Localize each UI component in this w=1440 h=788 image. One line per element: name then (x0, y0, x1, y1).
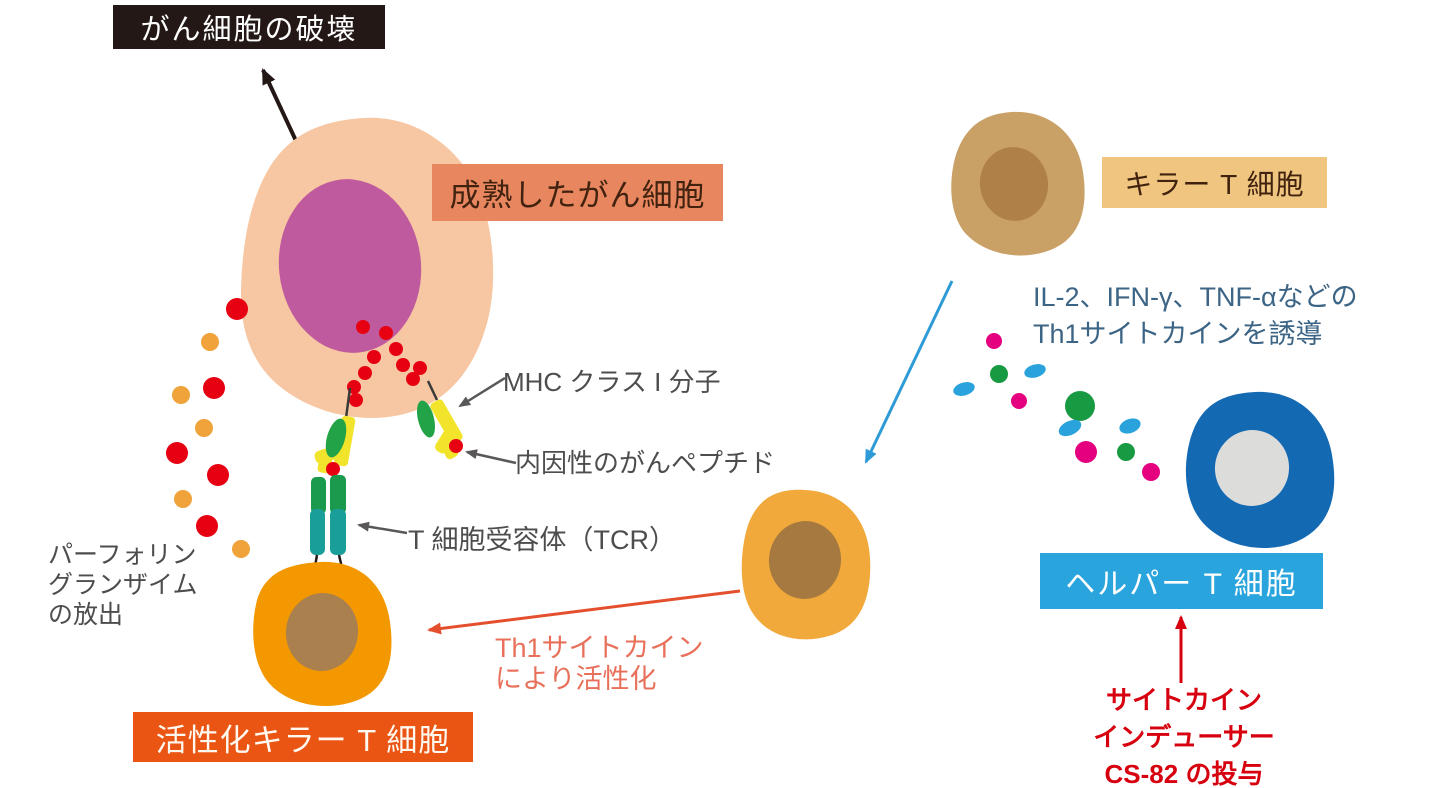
th1-induction-label: IL-2、IFN-γ、TNF-αなどの Th1サイトカインを誘導 (1033, 279, 1358, 353)
induction-arrow (864, 280, 954, 464)
tcr-label: T 細胞受容体（TCR） (408, 525, 676, 555)
cs82-line1: サイトカイン (1105, 685, 1262, 715)
activated-cell-nucleus (285, 593, 359, 671)
tcr-molecule (310, 475, 346, 573)
endogenous-peptide-dot (326, 462, 340, 476)
th1-induction-line2: Th1サイトカインを誘導 (1033, 319, 1323, 349)
mhc-molecule-right (416, 380, 463, 460)
killer-cell-nucleus (979, 147, 1049, 221)
perforin-line2: グランザイム (48, 571, 198, 599)
destruction-label: がん細胞の破壊 (113, 5, 385, 49)
killer-t-cell (951, 111, 1085, 256)
helper-cell-nucleus (1214, 430, 1290, 506)
perforin-granzyme-label: パーフォリン グランザイム の放出 (48, 540, 198, 630)
helper-t-cell-label: ヘルパー T 細胞 (1040, 553, 1323, 609)
cs82-line3: CS-82 の投与 (1104, 759, 1264, 788)
middle-killer-t-cell (741, 489, 871, 640)
th1-activation-line1: Th1サイトカイン (495, 633, 704, 663)
th1-activation-arrow (427, 589, 741, 635)
th1-cytokine-dots (953, 333, 1160, 481)
mhc-class1-label: MHC クラス I 分子 (503, 367, 721, 397)
activated-killer-t-cell-label: 活性化キラー T 細胞 (133, 712, 473, 762)
endogenous-peptide-dot (449, 439, 463, 453)
mhc-molecule-left (314, 387, 356, 476)
cancer-cell-nucleus (278, 179, 422, 353)
mhc-pointer-arrow (458, 376, 506, 408)
peptide-dots-inside (347, 320, 427, 407)
tcr-pointer-arrow (357, 521, 408, 535)
mature-cancer-cell (240, 117, 494, 418)
peptide-pointer-arrow (465, 449, 517, 465)
perforin-line1: パーフォリン (48, 541, 197, 569)
th1-activation-line2: により活性化 (495, 664, 657, 694)
cs82-administration-label: サイトカイン インデューサー CS-82 の投与 (1084, 682, 1284, 788)
th1-induction-line1: IL-2、IFN-γ、TNF-αなどの (1033, 282, 1358, 312)
middle-cell-nucleus (768, 521, 842, 599)
perforin-line3: の放出 (48, 601, 124, 629)
mature-cancer-cell-label: 成熟したがん細胞 (432, 164, 723, 221)
helper-t-cell (1185, 391, 1335, 548)
endogenous-peptide-label: 内因性のがんペプチド (515, 448, 776, 478)
perforin-granzyme-dots (166, 298, 250, 558)
destruction-arrow (261, 68, 299, 144)
activated-killer-t-cell (253, 561, 392, 706)
cs82-line2: インデューサー (1093, 722, 1275, 752)
th1-activation-label: Th1サイトカイン により活性化 (495, 633, 704, 695)
killer-t-cell-label: キラー T 細胞 (1102, 157, 1327, 208)
